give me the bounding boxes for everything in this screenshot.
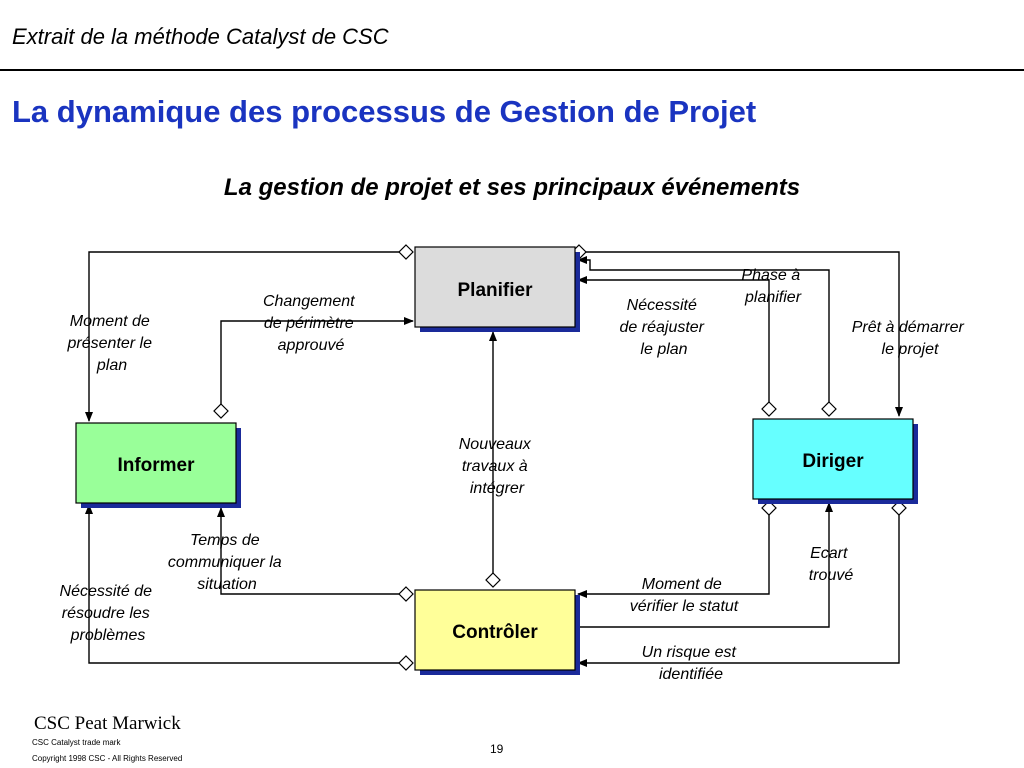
edge-risque-identifie: [577, 513, 900, 667]
label-nouveaux-travaux: Nouveaux travaux à intégrer: [459, 436, 536, 497]
box-planifier-label: Planifier: [458, 280, 534, 301]
label-ecart-trouve: Ecart trouvé: [809, 545, 854, 584]
box-controler-rect: [414, 589, 576, 671]
edge-pret-demarrer: [586, 251, 903, 417]
edge-moment-verifier: [577, 513, 770, 598]
slide-title: La dynamique des processus de Gestion de…: [12, 94, 757, 129]
page-number: 19: [490, 742, 504, 756]
footer-copyright: Copyright 1998 CSC - All Rights Reserved: [32, 754, 183, 763]
header-title: Extrait de la méthode Catalyst de CSC: [12, 24, 389, 49]
diamond-marker: [398, 586, 414, 602]
footer-trademark: CSC Catalyst trade mark: [32, 738, 121, 747]
footer-company: CSC Peat Marwick: [34, 713, 181, 734]
label-changement-perimetre: Changement de périmètre approuvé: [263, 293, 359, 354]
label-risque-identifie: Un risque est identifiée: [642, 644, 741, 683]
edge-ecart-trouve: [578, 502, 833, 628]
label-pret-demarrer: Prêt à démarrer le projet: [852, 319, 969, 358]
box-planifier-rect: [414, 246, 576, 328]
edge-phase-planifier: [577, 256, 830, 409]
box-controler: Contrôler: [414, 589, 580, 675]
diamond-marker: [398, 655, 414, 671]
label-necessite-reajuster: Nécessité de réajuster le plan: [620, 297, 709, 358]
label-moment-verifier: Moment de vérifier le statut: [630, 576, 739, 615]
edge-necessite-resoudre: [85, 504, 406, 664]
box-diriger: Diriger: [752, 418, 918, 504]
diamond-marker: [213, 403, 229, 419]
box-controler-label: Contrôler: [452, 622, 538, 643]
header-rule: [0, 69, 1024, 71]
label-temps-communiquer: Temps de communiquer la situation: [168, 532, 286, 593]
edge-changement-perimetre: [220, 317, 414, 411]
label-phase-planifier: Phase à planifier: [741, 267, 804, 306]
box-diriger-label: Diriger: [802, 451, 864, 472]
box-informer: Informer: [75, 422, 241, 508]
slide-subtitle: La gestion de projet et ses principaux é…: [223, 174, 801, 201]
connector-diamonds: [213, 244, 907, 671]
box-planifier: Planifier: [414, 246, 580, 332]
box-informer-rect: [75, 422, 237, 504]
edge-moment-presenter-plan: [85, 251, 406, 422]
diamond-marker: [485, 572, 501, 588]
diamond-marker: [761, 401, 777, 417]
connector-lines: [85, 251, 903, 667]
box-diriger-rect: [752, 418, 914, 500]
diamond-marker: [891, 500, 907, 516]
edge-necessite-reajuster: [577, 276, 770, 409]
label-moment-presenter-plan: Moment de présenter le plan: [67, 313, 157, 374]
diamond-marker: [761, 500, 777, 516]
edge-temps-communiquer: [217, 507, 406, 595]
box-informer-label: Informer: [117, 455, 195, 476]
label-necessite-resoudre: Nécessité de résoudre les problèmes: [60, 583, 157, 644]
diamond-marker: [821, 401, 837, 417]
diamond-marker: [398, 244, 414, 260]
